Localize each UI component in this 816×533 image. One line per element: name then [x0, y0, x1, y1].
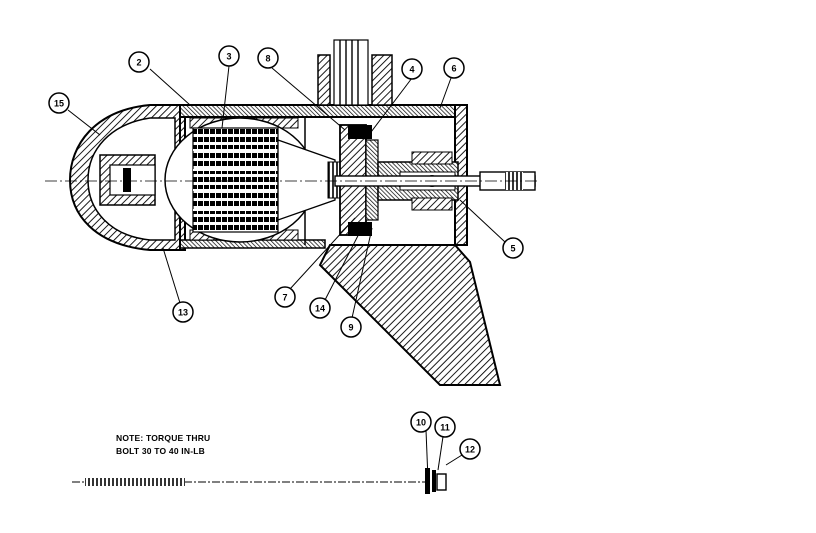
callout-3: 3	[218, 45, 240, 67]
washer	[425, 468, 430, 494]
callout-6: 6	[443, 57, 465, 79]
callout-5: 5	[502, 237, 524, 259]
callout-label: 9	[348, 323, 353, 333]
callout-label: 3	[226, 52, 231, 62]
callout-14: 14	[309, 297, 331, 319]
callout-13: 13	[172, 301, 194, 323]
callout-9: 9	[340, 316, 362, 338]
callout-4: 4	[401, 58, 423, 80]
callout-label: 12	[465, 445, 475, 455]
note-line-1: NOTE: TORQUE THRU	[116, 433, 210, 443]
commutator	[277, 139, 341, 221]
output-shaft	[45, 171, 540, 191]
callout-10: 10	[410, 411, 432, 433]
callout-2: 2	[128, 51, 150, 73]
callout-label: 7	[282, 293, 287, 303]
callout-label: 2	[136, 58, 141, 68]
note-line-2: BOLT 30 TO 40 IN-LB	[116, 446, 205, 456]
callout-label: 5	[510, 244, 515, 254]
callout-8: 8	[257, 47, 279, 69]
torque-note: NOTE: TORQUE THRU BOLT 30 TO 40 IN-LB	[116, 433, 210, 456]
callout-label: 6	[451, 64, 456, 74]
lock-washer	[432, 470, 436, 492]
nose-cone	[68, 104, 186, 251]
leader-lines	[67, 65, 506, 481]
callout-label: 13	[178, 308, 188, 318]
skeg-fin	[318, 244, 502, 386]
callout-15: 15	[48, 92, 70, 114]
callout-12: 12	[459, 438, 481, 460]
callout-label: 10	[416, 418, 426, 428]
mounting-bracket	[317, 39, 393, 106]
callout-label: 15	[54, 99, 64, 109]
callout-11: 11	[434, 416, 456, 438]
callout-label: 8	[265, 54, 270, 64]
nut	[436, 473, 447, 491]
through-bolt	[72, 468, 447, 494]
callout-label: 11	[440, 423, 450, 433]
callout-label: 4	[409, 65, 414, 75]
callout-7: 7	[274, 286, 296, 308]
callout-label: 14	[315, 304, 325, 314]
